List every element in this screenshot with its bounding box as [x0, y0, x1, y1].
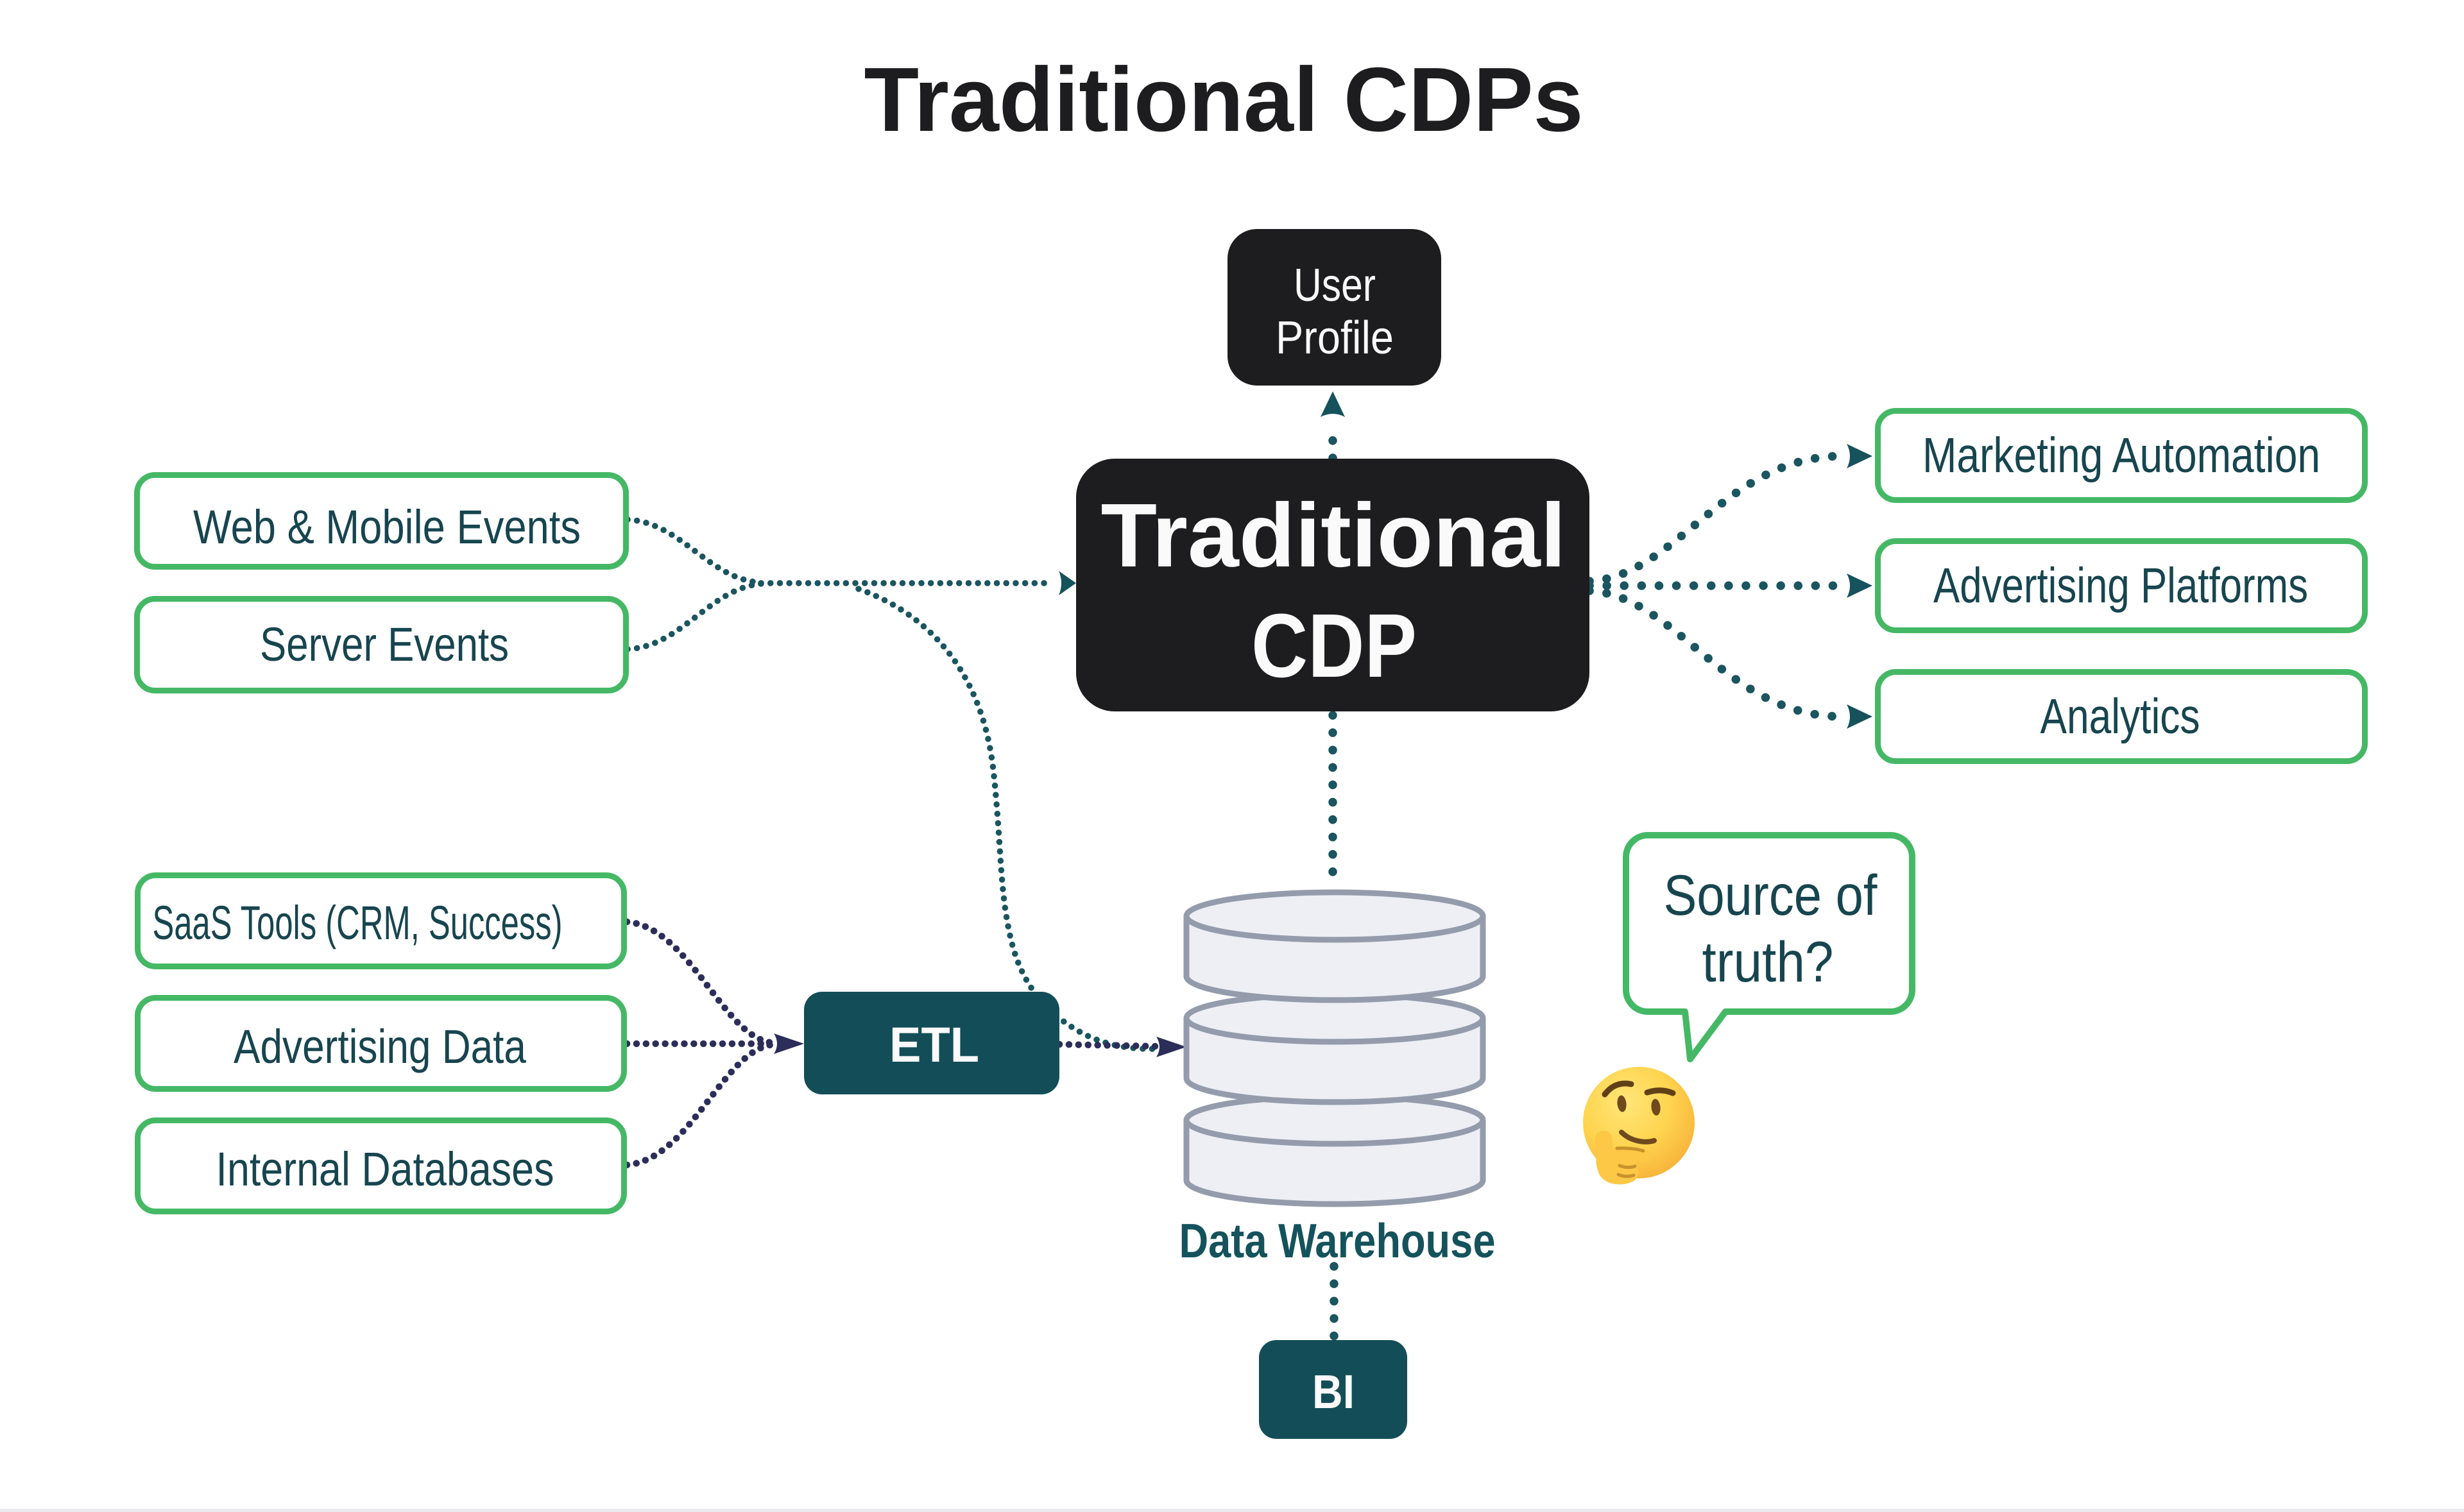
svg-text:Analytics: Analytics: [2041, 689, 2200, 744]
svg-text:Advertising Data: Advertising Data: [234, 1020, 527, 1073]
svg-text:ETL: ETL: [889, 1017, 979, 1073]
svg-text:Marketing Automation: Marketing Automation: [1922, 428, 2320, 483]
svg-text:CDP: CDP: [1251, 595, 1417, 696]
svg-text:Source of: Source of: [1664, 863, 1878, 927]
svg-text:Advertising Platforms: Advertising Platforms: [1933, 558, 2308, 613]
svg-text:Traditional: Traditional: [1101, 484, 1566, 586]
svg-text:Data Warehouse: Data Warehouse: [1179, 1214, 1496, 1268]
svg-text:Server Events: Server Events: [260, 618, 509, 671]
svg-text:Web & Mobile Events: Web & Mobile Events: [193, 500, 581, 554]
svg-text:User: User: [1294, 260, 1376, 311]
svg-text:Traditional CDPs: Traditional CDPs: [864, 49, 1584, 151]
svg-text:Profile: Profile: [1276, 312, 1394, 364]
svg-text:Internal Databases: Internal Databases: [216, 1142, 554, 1196]
svg-text:SaaS Tools (CRM, Success): SaaS Tools (CRM, Success): [153, 896, 563, 949]
svg-text:BI: BI: [1312, 1365, 1355, 1418]
svg-text:truth?: truth?: [1702, 930, 1834, 994]
